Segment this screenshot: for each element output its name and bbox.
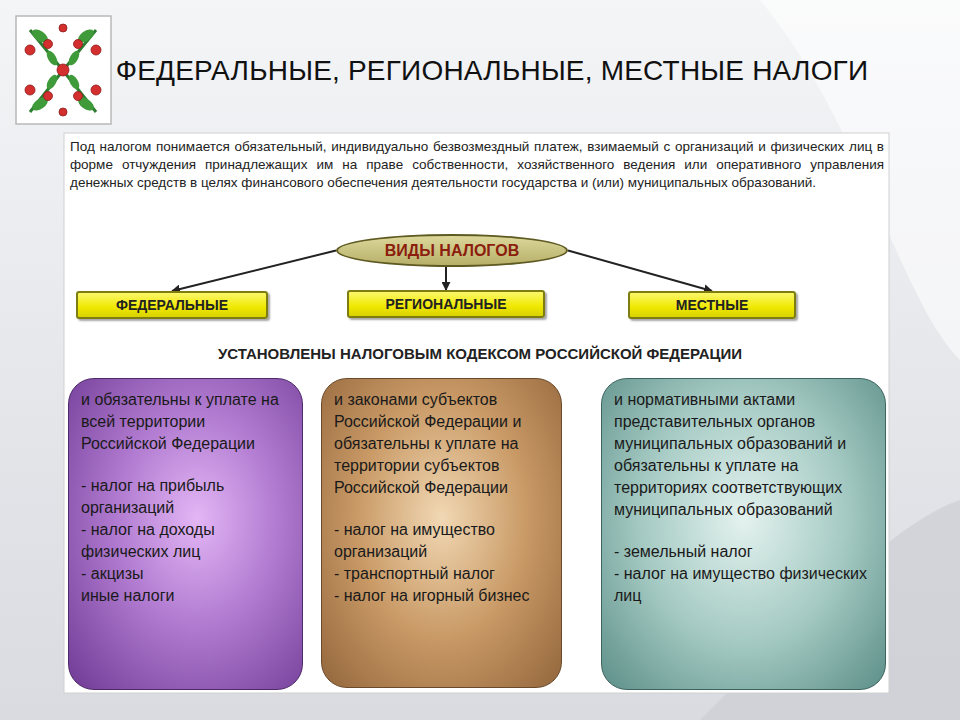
tax-list-item: - акцизы (81, 563, 290, 585)
logo (16, 16, 111, 124)
arrow-connector (172, 251, 336, 292)
arrow-connector (445, 267, 447, 290)
category-oval: ВИДЫ НАЛОГОВ (336, 234, 568, 267)
tax-list-item: - налог на прибыль организаций (81, 475, 290, 519)
description-box: и нормативными актами представительных о… (601, 378, 886, 690)
tax-level-box: РЕГИОНАЛЬНЫЕ (347, 290, 545, 318)
description-box: и обязательны к уплате на всей территори… (68, 378, 303, 690)
box-label: ФЕДЕРАЛЬНЫЕ (116, 297, 228, 313)
box-label: РЕГИОНАЛЬНЫЕ (386, 296, 507, 312)
tax-list-item: - налог на имущество физических лиц (614, 563, 873, 607)
tax-level-box: МЕСТНЫЕ (628, 291, 796, 319)
tax-list-item: - налог на игорный бизнес (334, 585, 549, 607)
description-box: и законами субъектов Российской Федераци… (321, 378, 562, 688)
definition-text: Под налогом понимается обязательный, инд… (70, 138, 884, 192)
box-label: МЕСТНЫЕ (676, 297, 748, 313)
content-panel (64, 133, 889, 693)
box-description: и обязательны к уплате на всей территори… (81, 389, 290, 455)
tax-list-item: иные налоги (81, 585, 290, 607)
tax-list-item: - транспортный налог (334, 563, 549, 585)
box-label: ВИДЫ НАЛОГОВ (385, 242, 519, 260)
slide-title: ФЕДЕРАЛЬНЫЕ, РЕГИОНАЛЬНЫЕ, МЕСТНЫЕ НАЛОГ… (112, 54, 872, 88)
tax-list-item: - налог на доходы физических лиц (81, 519, 290, 563)
box-description: и нормативными актами представительных о… (614, 389, 873, 521)
tax-level-box: ФЕДЕРАЛЬНЫЕ (76, 291, 268, 319)
section-label: УСТАНОВЛЕНЫ НАЛОГОВЫМ КОДЕКСОМ РОССИЙСКО… (120, 345, 840, 362)
box-description: и законами субъектов Российской Федераци… (334, 389, 549, 499)
arrow-connector (568, 251, 712, 292)
tax-list-item: - налог на имущество организаций (334, 519, 549, 563)
tax-list-item: - земельный налог (614, 541, 873, 563)
